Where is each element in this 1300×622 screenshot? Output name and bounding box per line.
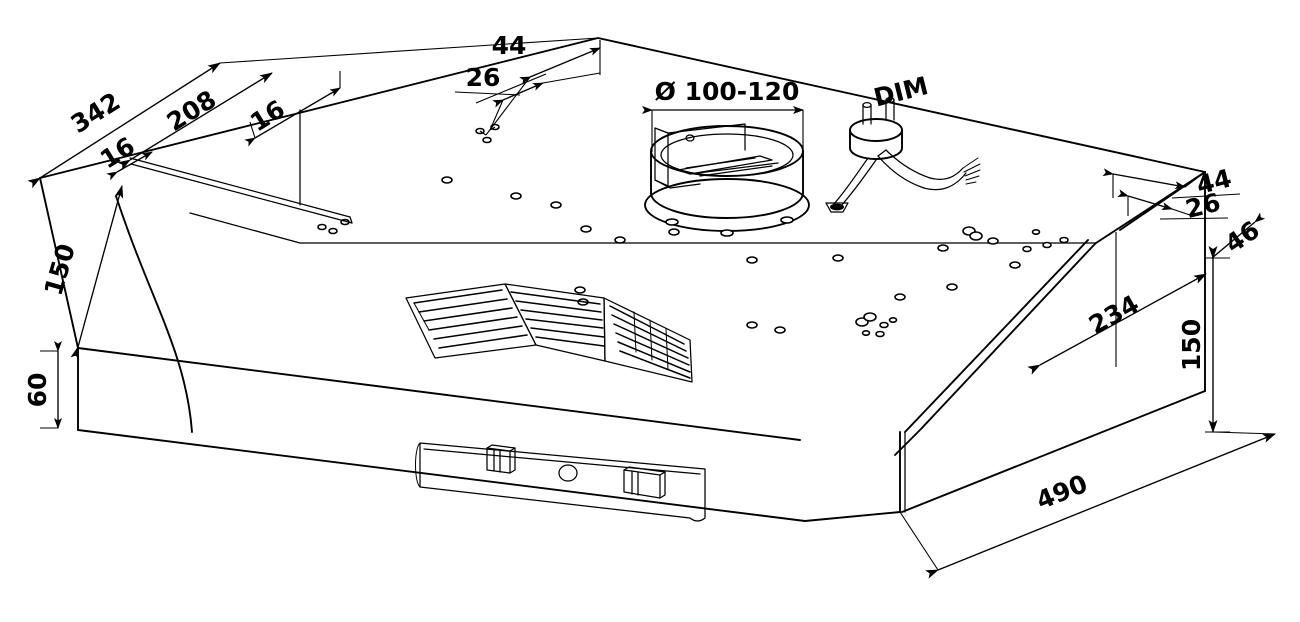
power-cord-right-b xyxy=(923,172,967,191)
dim-duct-diameter: Ø 100-120 xyxy=(642,77,804,152)
dim-46: 46 xyxy=(1211,212,1266,259)
dim-150-right-label: 150 xyxy=(1177,319,1206,371)
control-light-indicator[interactable] xyxy=(558,464,578,482)
power-cord-lower-b xyxy=(832,157,869,206)
dim-26-left: 26 xyxy=(454,63,601,131)
plug-pin-right xyxy=(885,99,895,121)
dim-60: 60 xyxy=(23,341,62,429)
dim-44-left: 44 xyxy=(475,31,601,136)
front-bottom-edge xyxy=(77,429,806,522)
cord-grommet xyxy=(825,202,849,213)
dim-46-label: 46 xyxy=(1220,215,1265,259)
top-surface-mounting-holes xyxy=(317,123,1069,338)
control-switch-right[interactable] xyxy=(623,466,666,499)
dim-490-label: 490 xyxy=(1032,469,1091,515)
power-cord-assembly xyxy=(825,96,981,213)
power-cord-right xyxy=(929,167,964,181)
dim-44-26-leader-lines xyxy=(479,40,601,136)
dim-44-left-label: 44 xyxy=(492,31,527,60)
front-top-fold xyxy=(77,347,801,441)
dim-208-label: 208 xyxy=(162,85,222,137)
top-surface xyxy=(40,38,1205,243)
top-plate-front-lip xyxy=(189,212,301,244)
duct-inner-rim xyxy=(660,133,794,177)
front-bottom-right-corner xyxy=(804,511,901,522)
power-cord-upper xyxy=(885,149,931,179)
plug-body-side xyxy=(849,129,903,160)
dim-26-left-label: 26 xyxy=(466,63,501,92)
dim-26-right: 26 xyxy=(1117,187,1229,224)
duct-collar-assembly xyxy=(644,123,810,237)
duct-collar-bottom-arc xyxy=(650,192,804,219)
grease-filter-grille xyxy=(405,283,693,383)
right-shoulder-slope-inner xyxy=(904,239,1089,433)
dim-234-label: 234 xyxy=(1084,289,1144,340)
dim-150-left-label: 150 xyxy=(39,241,81,299)
hood-body-surfaces xyxy=(40,38,1205,520)
control-panel xyxy=(415,442,706,522)
control-panel-plate xyxy=(419,442,706,522)
dim-60-label: 60 xyxy=(23,373,52,408)
dim-duct-label: Ø 100-120 xyxy=(655,77,800,106)
left-slope-edge xyxy=(115,195,193,433)
power-cord-upper-b xyxy=(877,155,925,189)
cord-wire-ends xyxy=(962,157,981,185)
dim-342-label: 342 xyxy=(66,87,126,139)
dim-490: 490 xyxy=(899,431,1276,579)
control-switch-left[interactable] xyxy=(486,444,516,474)
right-shoulder-slope xyxy=(894,242,1097,456)
front-face xyxy=(78,348,810,520)
duct-bracket-flange xyxy=(667,123,746,151)
control-panel-plate-inner xyxy=(423,448,701,475)
dim-150-right: 150 xyxy=(1177,246,1230,433)
dim-power-label-group: DIM xyxy=(871,71,931,112)
dim-power-label: DIM xyxy=(871,71,931,112)
dim-150-left: 150 xyxy=(39,185,124,360)
power-cord-lower xyxy=(839,159,877,208)
filter-section-3 xyxy=(603,297,693,383)
